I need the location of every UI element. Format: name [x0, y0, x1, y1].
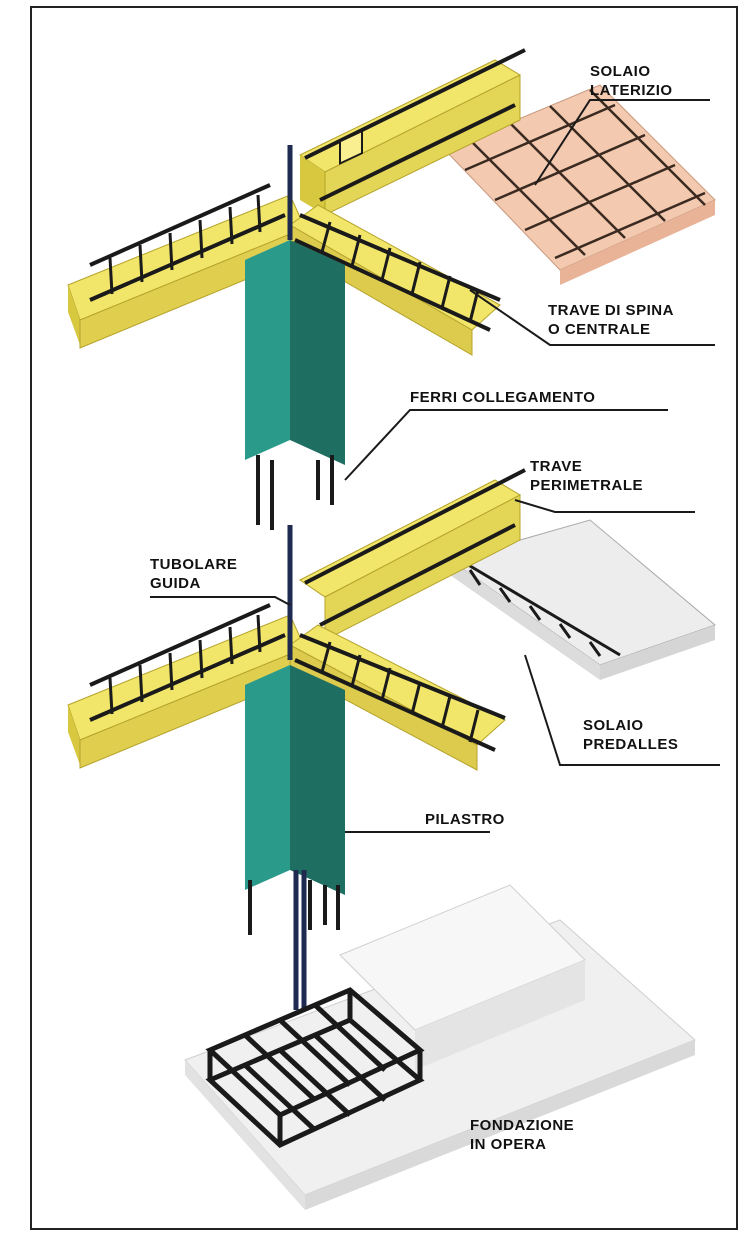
predalles-slab — [448, 519, 716, 680]
leader-lines — [150, 99, 720, 833]
upper-spine-beam — [289, 204, 501, 356]
label-solaio-predalles: SOLAIO PREDALLES — [583, 717, 679, 753]
lower-perimeter-beam — [299, 468, 526, 641]
lower-left-beam — [67, 603, 306, 769]
foundation — [184, 884, 696, 1210]
brick-slab — [444, 84, 716, 285]
upper-perimeter-beam — [299, 48, 526, 216]
label-trave-spina: TRAVE DI SPINA O CENTRALE — [548, 302, 674, 338]
label-solaio-laterizio: SOLAIO LATERIZIO — [590, 63, 673, 99]
label-trave-perimetrale: TRAVE PERIMETRALE — [530, 458, 644, 494]
label-pilastro: PILASTRO — [425, 811, 505, 828]
upper-left-beam — [67, 183, 306, 349]
lower-column — [245, 665, 345, 1010]
lower-spine-beam — [289, 624, 506, 771]
label-tubolare-guida: TUBOLARE GUIDA — [150, 556, 238, 592]
label-fondazione: FONDAZIONE IN OPERA — [470, 1117, 575, 1153]
label-ferri-collegamento: FERRI COLLEGAMENTO — [410, 389, 596, 406]
upper-column — [245, 145, 345, 530]
